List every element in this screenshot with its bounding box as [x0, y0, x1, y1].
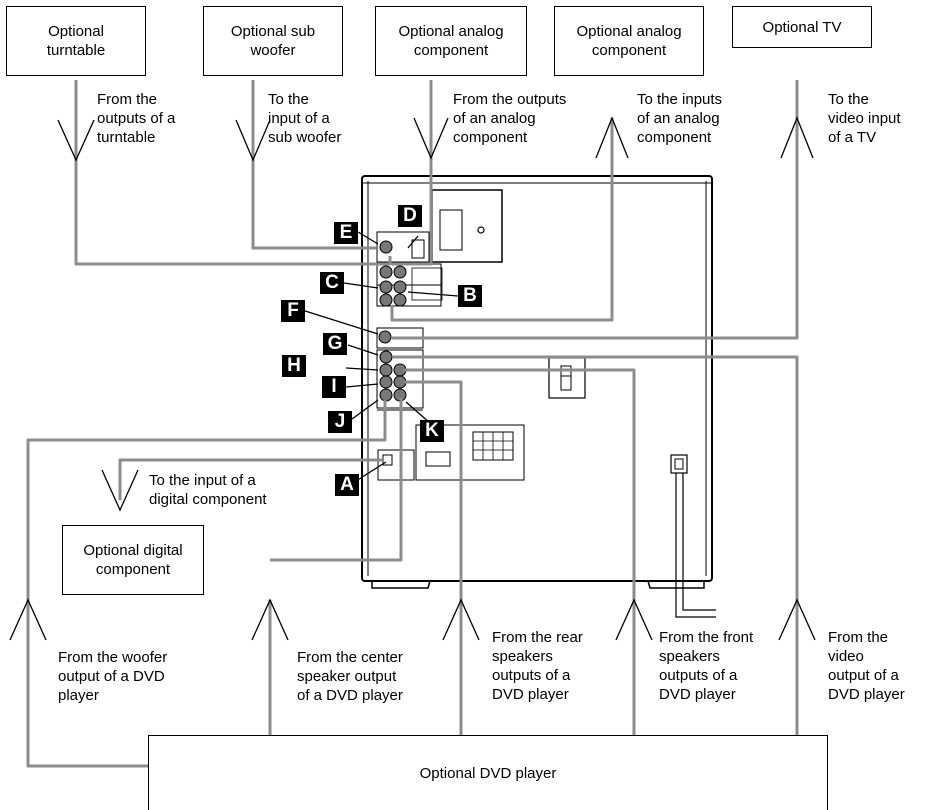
label-j: J — [328, 411, 352, 433]
label-f: F — [281, 300, 305, 322]
turntable-box: Optional turntable — [6, 6, 146, 76]
label-c: C — [320, 272, 344, 294]
digital-component-box: Optional digital component — [62, 525, 204, 595]
caption-woofer-dvd: From the woofer output of a DVD player — [58, 649, 168, 704]
subwoofer-box: Optional sub woofer — [203, 6, 343, 76]
caption-rear-dvd: From the rear speakers outputs of a DVD … — [492, 629, 583, 703]
label-k: K — [420, 420, 444, 442]
jack-terminals — [378, 240, 407, 402]
arrow-heads — [9, 116, 816, 641]
caption-analog-output: From the outputs of an analog component — [453, 91, 567, 146]
caption-subwoofer: To the input of a sub woofer — [268, 91, 342, 146]
label-a: A — [335, 474, 359, 496]
label-h: H — [282, 355, 306, 377]
caption-front-dvd: From the front speakers outputs of a DVD… — [659, 629, 754, 703]
caption-turntable: From the outputs of a turntable — [97, 91, 176, 146]
label-i: I — [322, 376, 346, 398]
cables — [26, 80, 799, 768]
caption-digital: To the input of a digital component — [149, 472, 267, 508]
caption-analog-input: To the inputs of an analog component — [637, 91, 723, 146]
analog-component-output-box: Optional analog component — [375, 6, 527, 76]
analog-component-input-box: Optional analog component — [554, 6, 704, 76]
callout-lines — [301, 231, 459, 482]
caption-video-dvd: From the video output of a DVD player — [828, 629, 905, 703]
caption-tv: To the video input of a TV — [828, 91, 901, 146]
label-d: D — [398, 205, 422, 227]
dvd-player-box: Optional DVD player — [148, 735, 828, 810]
unit-rear-panel — [361, 175, 716, 618]
caption-center-dvd: From the center speaker output of a DVD … — [297, 649, 403, 704]
tv-box: Optional TV — [732, 6, 872, 48]
label-e: E — [334, 222, 358, 244]
label-g: G — [323, 333, 347, 355]
label-b: B — [458, 285, 482, 307]
